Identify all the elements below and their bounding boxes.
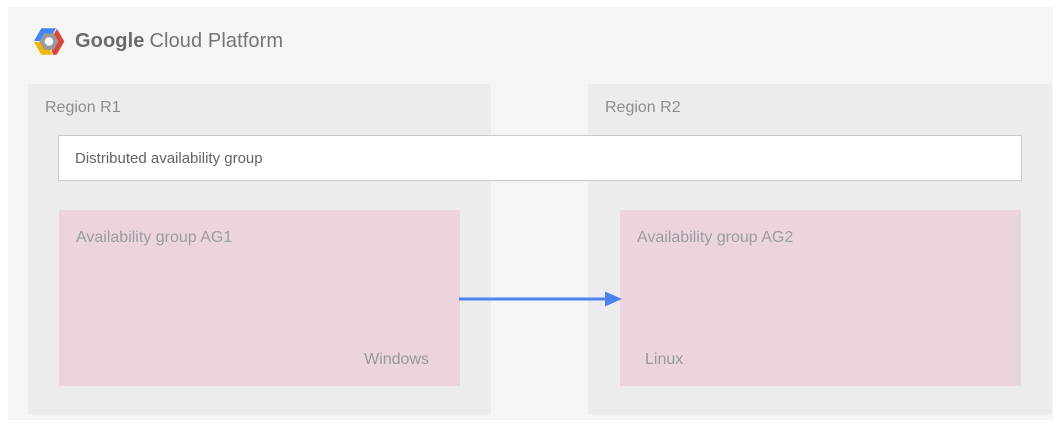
- availability-group-ag1-box: Availability group AG1 Windows: [59, 210, 460, 386]
- brand-google: Google: [75, 30, 145, 52]
- ag2-os-label: Linux: [645, 351, 684, 368]
- ag1-os-label: Windows: [364, 351, 429, 368]
- distributed-availability-group-label: Distributed availability group: [75, 149, 263, 167]
- region-r1-label: Region R1: [45, 99, 121, 116]
- gcp-logo-icon: [32, 25, 66, 58]
- region-r2-label: Region R2: [605, 99, 681, 116]
- distributed-availability-group-box: Distributed availability group: [58, 135, 1022, 181]
- ag2-label: Availability group AG2: [637, 229, 794, 246]
- ag1-label: Availability group AG1: [76, 229, 233, 246]
- brand-cloud-platform: Cloud Platform: [149, 30, 284, 52]
- availability-group-ag2-box: Availability group AG2 Linux: [620, 210, 1021, 386]
- replication-arrow-icon: [459, 291, 622, 307]
